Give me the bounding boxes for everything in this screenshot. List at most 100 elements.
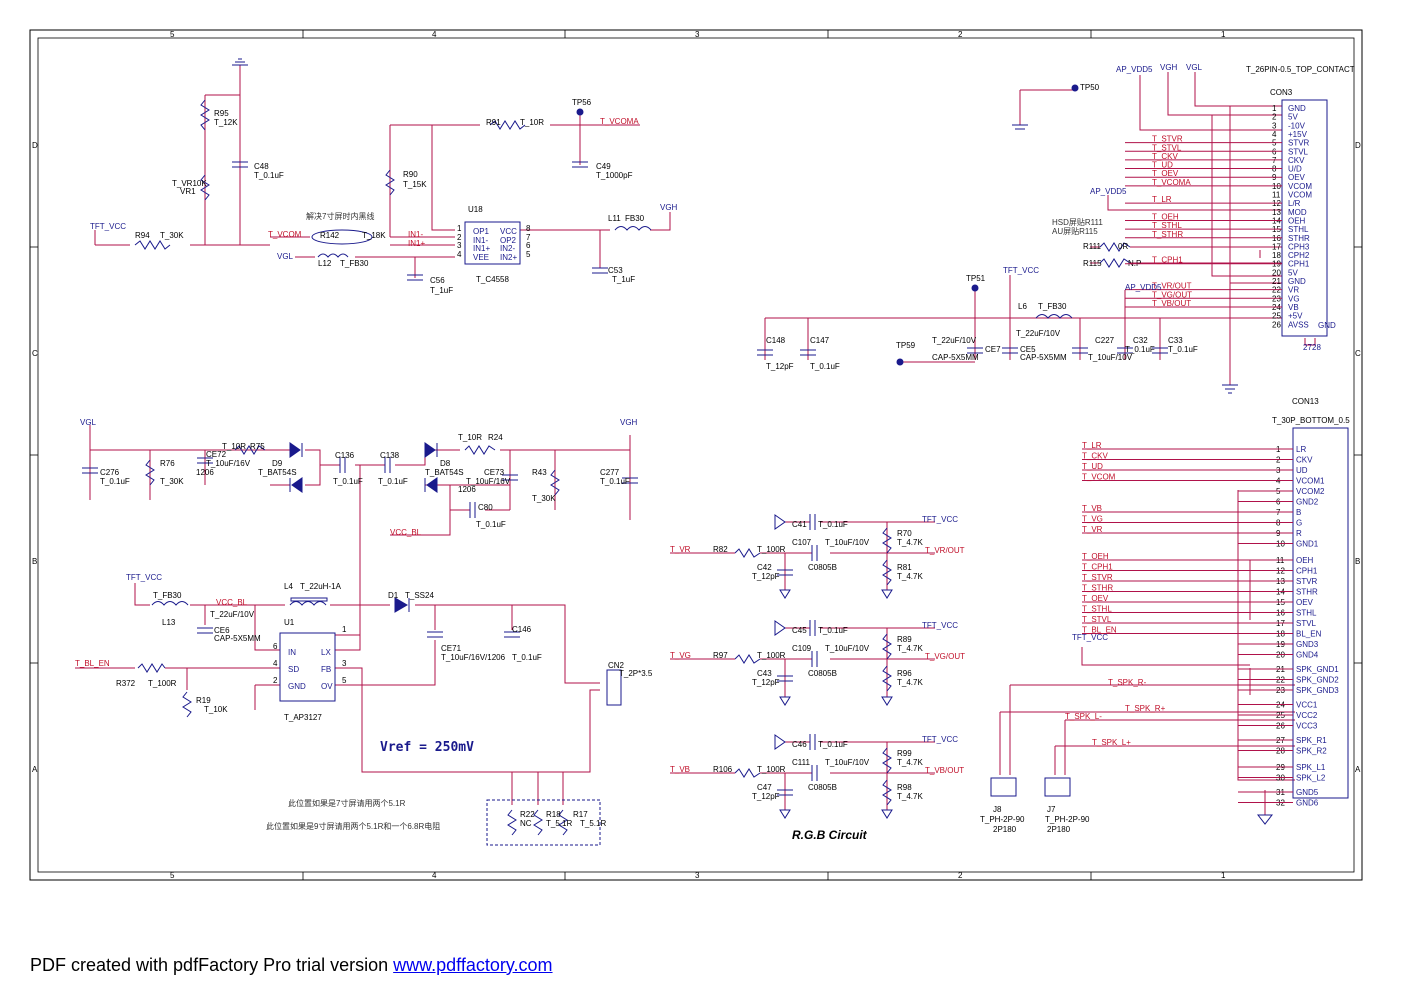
net-in1-plus: IN1+: [408, 239, 425, 248]
con13-net-label: T_CKV: [1082, 452, 1108, 461]
c45-ref: C45: [792, 626, 807, 635]
r22-ref: R22: [520, 810, 535, 819]
con13-pin-name: GND5: [1296, 788, 1319, 797]
c48-ref: C48: [254, 162, 269, 171]
c227-value: T_10uF/10V: [1088, 353, 1133, 362]
con3-pin-name: STVL: [1288, 147, 1309, 156]
u18-pin-vcc: VCC: [500, 227, 517, 236]
con13-pin-name: VCC1: [1296, 701, 1318, 710]
l11-ref: L11: [608, 214, 621, 223]
col-label-top-2: 2: [958, 30, 963, 39]
c33-value: T_0.1uF: [1168, 345, 1198, 354]
u18-num-2: 2: [457, 233, 462, 242]
tft-vcc-label-4: TFT_VCC: [1072, 633, 1108, 642]
r89-ref: R89: [897, 635, 912, 644]
vgh-label-3: VGH: [620, 418, 638, 427]
r19-value: T_10K: [204, 705, 228, 714]
tp56-ref: TP56: [572, 98, 592, 107]
r115-ref: R115: [1083, 259, 1102, 268]
row-label-right-c: C: [1355, 349, 1361, 358]
net-t-vcoma: T_VCOMA: [600, 117, 639, 126]
con3-pin-name: +5V: [1288, 312, 1303, 321]
con13-part: T_30P_BOTTOM_0.5: [1272, 416, 1350, 425]
sheet-frame: 5 4 3 2 1 5 4 3 2 1 D C B A D C B A: [29, 29, 1363, 881]
con3-pin-name: CKV: [1288, 156, 1305, 165]
con3-pin-name: VR: [1288, 286, 1299, 295]
l6-ref: L6: [1018, 302, 1027, 311]
tft-vcc-label-3: TFT_VCC: [126, 573, 162, 582]
con3-pin-name: STHR: [1288, 234, 1310, 243]
c41-value: T_0.1uF: [818, 520, 848, 529]
c43-ref: C43: [757, 669, 772, 678]
net-vcc-bl-2: VCC_BL: [216, 598, 248, 607]
ce7-ref: CE7: [985, 345, 1001, 354]
con3-net-label: T_VG/OUT: [1152, 290, 1192, 299]
con13-pin-name: VCOM1: [1296, 477, 1325, 486]
ce72-value: T_10uF/16V: [206, 459, 251, 468]
con13-net-label: T_OEH: [1082, 552, 1109, 561]
con3-pin-name: +15V: [1288, 130, 1308, 139]
r98-value: T_4.7K: [897, 792, 923, 801]
u1-num-5: 5: [342, 676, 347, 685]
r372-ref: R372: [116, 679, 136, 688]
net-t-spk-l-plus: T_SPK_L+: [1092, 738, 1131, 747]
con3-pin-number: 4: [1272, 130, 1277, 139]
r19-ref: R19: [196, 696, 211, 705]
r24-ref: R24: [488, 433, 503, 442]
con3-net-label: T_VCOMA: [1152, 178, 1191, 187]
r70-value: T_4.7K: [897, 538, 923, 547]
l13-value: T_FB30: [153, 591, 182, 600]
u1-pin-sd: SD: [288, 665, 299, 674]
c107-value: T_10uF/10V: [825, 538, 870, 547]
con3-pin-number: 13: [1272, 208, 1281, 217]
pdf-footer: PDF created with pdfFactory Pro trial ve…: [30, 955, 553, 976]
vref-note: Vref = 250mV: [380, 740, 474, 755]
l13-ref: L13: [162, 618, 176, 627]
con3-pin-name: -10V: [1288, 121, 1306, 130]
vcom-parts: [134, 58, 652, 281]
u1-pin-ov: OV: [321, 682, 333, 691]
net-t-bl-en-1: T_BL_EN: [75, 659, 110, 668]
ap-vdd5-label-1: AP_VDD5: [1116, 65, 1153, 74]
con3-pin-name: CPH2: [1288, 251, 1310, 260]
r43-value: T_30K: [532, 494, 556, 503]
c138-value: T_0.1uF: [378, 477, 408, 486]
l4-ref: L4: [284, 582, 293, 591]
u18-pin-op1: OP1: [473, 227, 490, 236]
j8-value: T_PH-2P-90: [980, 815, 1025, 824]
ce73-ref: CE73: [484, 468, 505, 477]
col-label-bottom-4: 4: [432, 871, 437, 880]
col-label-top-3: 3: [695, 30, 700, 39]
r22-value: NC: [520, 819, 532, 828]
con13-net-label: T_CPH1: [1082, 563, 1113, 572]
net-t-vr-out-1: T_VR/OUT: [925, 546, 965, 555]
r99-ref: R99: [897, 749, 912, 758]
con13-pin-list: LR1T_LRCKV2T_CKVUD3T_UDVCOM14T_VCOMVCOM2…: [1082, 441, 1339, 808]
c48-value: T_0.1uF: [254, 171, 284, 180]
c148-ref: C148: [766, 336, 786, 345]
con3-pin-number: 18: [1272, 251, 1281, 260]
con13-pin-name: UD: [1296, 466, 1308, 475]
u18-num-6: 6: [526, 241, 531, 250]
footer-text: PDF created with pdfFactory Pro trial ve…: [30, 955, 389, 975]
con3-pin-name: U/D: [1288, 165, 1302, 174]
c45-value: T_0.1uF: [818, 626, 848, 635]
l6-value: T_FB30: [1038, 302, 1067, 311]
r82-ref: R82: [713, 545, 728, 554]
r372-value: T_100R: [148, 679, 177, 688]
footer-link[interactable]: www.pdffactory.com: [393, 955, 553, 975]
con13-net-label: T_VG: [1082, 515, 1103, 524]
c111-package: C0805B: [808, 783, 837, 792]
r76-value: T_30K: [160, 477, 184, 486]
con3-pin-number: 21: [1272, 277, 1281, 286]
net-t-spk-r-minus: T_SPK_R-: [1108, 678, 1147, 687]
u18-ref: U18: [468, 205, 483, 214]
c56-ref: C56: [430, 276, 445, 285]
j7-body: [1044, 777, 1071, 797]
cn2-body: [606, 669, 622, 706]
ce71-ref: CE71: [441, 644, 462, 653]
r91-ref: R91: [486, 118, 501, 127]
c56-value: T_1uF: [430, 286, 453, 295]
u18-num-7: 7: [526, 233, 531, 242]
con13-net-label: T_VCOM: [1082, 473, 1116, 482]
